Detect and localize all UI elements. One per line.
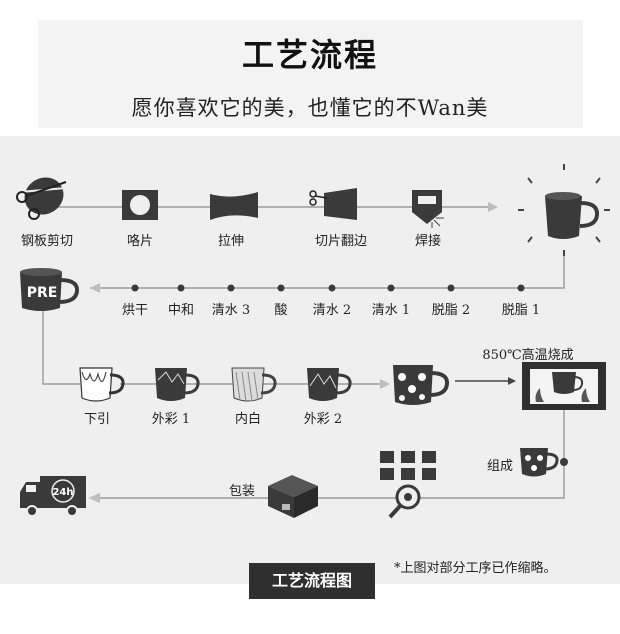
step-label-stretch: 拉伸 [217,234,245,249]
page-title: 工艺流程 [241,36,378,74]
footnote: *上图对部分工序已作缩略。 [394,561,557,576]
row2-dots [131,284,525,292]
kiln-icon [522,362,606,410]
step-label-trim-flange: 切片翻边 [314,234,368,249]
mug-grid-icon [380,451,436,480]
step-label-degrease-1: 脱脂 1 [501,303,541,318]
arrow-row3 [380,379,390,389]
header-banner [38,20,583,128]
step-label-dry: 烘干 [121,303,149,318]
arrow-row1 [488,202,498,212]
pack-label: 包装 [228,484,256,499]
step-label-rinse-1: 清水 1 [371,303,411,318]
arrow-row2 [90,283,100,293]
row2-to-row3-line [42,300,80,385]
drying-timer-mug-icon [518,164,610,256]
step-label-weld: 焊接 [414,234,442,249]
row2-line [90,254,565,289]
kiln-label: 850℃高温烧成 [482,348,574,363]
package-box-icon [268,475,318,518]
weld-icon [412,190,444,228]
flowchart-title-button: 工艺流程图 [249,563,375,599]
step-label-acid: 酸 [274,303,288,318]
step-label-outer-color-1: 外彩 1 [151,412,191,427]
step-label-inner-white: 内白 [234,412,262,427]
assemble-label: 组成 [486,459,514,474]
inspection-magnifier-icon [388,484,421,519]
steel-cut-icon [16,177,67,220]
step-label-degrease-2: 脱脂 2 [431,303,471,318]
outer-color-1-mug-icon [155,368,200,401]
delivery-truck-icon: 24h [20,476,86,517]
truck-24h-badge: 24h [52,487,73,498]
return-line [90,405,565,499]
blanking-icon [122,190,158,220]
dipping-mug-icon [79,367,125,402]
outer-color-2-mug-icon [307,368,352,401]
step-label-rinse-3: 清水 3 [211,303,251,318]
flower-mug-icon [393,365,450,405]
step-label-outer-color-2: 外彩 2 [303,412,343,427]
arrow-to-kiln [455,377,516,385]
pre-mug-icon: PRE [20,268,80,311]
step-label-blanking: 咯片 [126,234,154,249]
step-label-steel-cut: 钢板剪切 [20,234,74,249]
step-label-neutralize: 中和 [167,303,195,318]
page-subtitle: 愿你喜欢它的美，也懂它的不Wan美 [131,96,489,120]
step-label-rinse-2: 清水 2 [312,303,352,318]
trim-flange-icon [309,188,357,220]
assembled-mug-icon [520,448,568,477]
stretch-icon [210,192,258,220]
inner-white-mug-icon [231,367,277,402]
pre-badge: PRE [27,285,58,301]
arrow-return [88,493,100,503]
step-label-dip: 下引 [83,412,111,427]
arrowheads [88,202,498,503]
